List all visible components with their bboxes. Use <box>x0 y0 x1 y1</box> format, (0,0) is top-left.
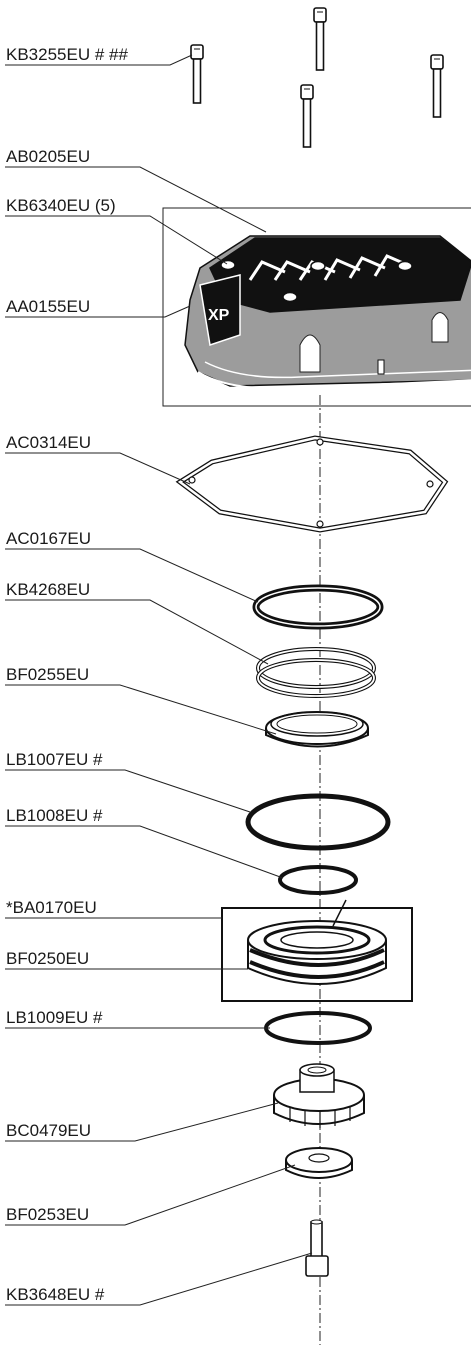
ring-part[interactable] <box>252 584 384 630</box>
seal-kit-frame <box>221 907 413 1002</box>
label-housing[interactable]: AA0155EU <box>6 297 90 316</box>
label-cover-screws[interactable]: KB6340EU (5) <box>6 196 116 215</box>
screw-4 <box>430 54 444 118</box>
label-cover-plate[interactable]: AB0205EU <box>6 147 90 166</box>
label-nut[interactable]: BC0479EU <box>6 1121 91 1140</box>
o-ring-large-part[interactable] <box>245 793 391 851</box>
screw-2 <box>313 7 327 71</box>
spring-ring-part[interactable] <box>256 647 376 698</box>
label-screw-top[interactable]: KB3255EU # ## <box>6 45 128 64</box>
logo-text: XP <box>208 307 230 324</box>
label-gasket[interactable]: AC0314EU <box>6 433 91 452</box>
label-bottom-screw[interactable]: KB3648EU # <box>6 1285 105 1304</box>
o-ring-small-part[interactable] <box>264 1011 372 1045</box>
screw-group-top[interactable] <box>190 7 444 148</box>
housing-frame <box>162 207 471 407</box>
nut-part[interactable] <box>273 1063 365 1128</box>
label-seal-body[interactable]: BF0250EU <box>6 949 89 968</box>
label-o-ring-small[interactable]: LB1009EU # <box>6 1008 103 1027</box>
label-seal-kit[interactable]: *BA0170EU <box>6 898 97 917</box>
retainer-part[interactable] <box>265 711 369 748</box>
screw-3 <box>300 84 314 148</box>
housing-assembly[interactable]: XP <box>184 235 471 390</box>
label-o-ring-large[interactable]: LB1007EU # <box>6 750 103 769</box>
label-o-ring-medium[interactable]: LB1008EU # <box>6 806 103 825</box>
o-ring-medium-part[interactable] <box>278 865 358 895</box>
screw-1 <box>190 44 204 104</box>
gasket-part[interactable] <box>175 435 449 533</box>
washer-part[interactable] <box>285 1147 353 1179</box>
leader-lines <box>5 54 313 1306</box>
label-spring-ring[interactable]: KB4268EU <box>6 580 90 599</box>
bottom-screw-part[interactable] <box>305 1219 329 1277</box>
label-retainer[interactable]: BF0255EU <box>6 665 89 684</box>
part-labels: KB3255EU # ## AB0205EU KB6340EU (5) AA01… <box>6 45 128 1304</box>
label-ring[interactable]: AC0167EU <box>6 529 91 548</box>
seal-body-part[interactable] <box>247 899 387 985</box>
label-washer[interactable]: BF0253EU <box>6 1205 89 1224</box>
